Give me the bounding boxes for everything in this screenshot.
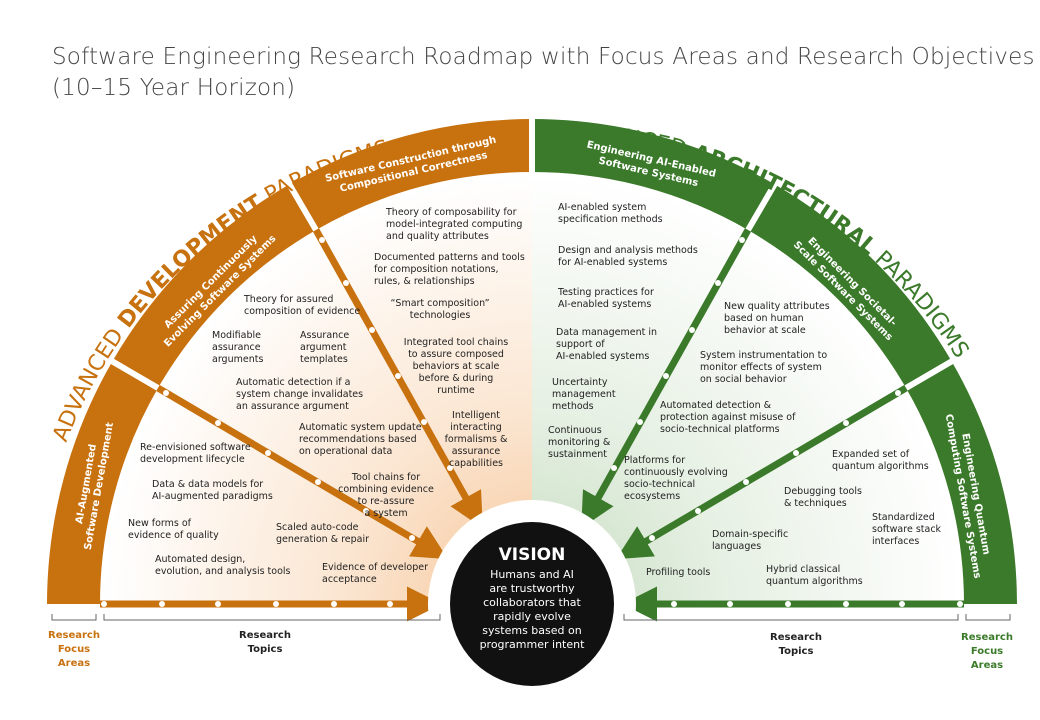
vision-heading: VISION — [499, 545, 566, 565]
title-line-1: Software Engineering Research Roadmap wi… — [52, 44, 1035, 70]
left-band-ai-augmented — [47, 362, 158, 604]
vision-line: rapidly evolve — [493, 610, 571, 623]
topic-automated-detection-protection: Automated detection &protection against … — [660, 400, 796, 435]
band-separators — [108, 116, 956, 391]
left-half-background — [100, 172, 532, 604]
vision-line: systems based on — [482, 624, 581, 637]
right-half-background — [532, 172, 964, 604]
vision-line: programmer intent — [480, 638, 586, 651]
vision-line: collaborators that — [483, 596, 581, 609]
vision-circle — [450, 522, 614, 686]
vision-line: Humans and AI — [490, 568, 574, 581]
vision-line: are trustworthy — [489, 582, 575, 595]
topic-debugging-tools: Debugging tools& techniques — [784, 486, 862, 509]
topic-profiling-tools: Profiling tools — [646, 567, 710, 578]
right-band-quantum — [906, 362, 1017, 604]
left-band-assuring — [112, 184, 316, 388]
vision-text: Humans and AI are trustworthy collaborat… — [480, 568, 586, 651]
topic-automated-design-tools: Automated design,evolution, and analysis… — [155, 554, 291, 577]
right-band-societal — [748, 184, 952, 388]
title-line-2: (10–15 Year Horizon) — [52, 75, 296, 101]
bottom-brackets — [51, 614, 1011, 621]
page-title: Software Engineering Research Roadmap wi… — [52, 42, 1035, 104]
arrow-dots — [101, 237, 963, 607]
topic-smart-composition: “Smart composition”technologies — [391, 298, 490, 321]
left-band-composition — [290, 119, 532, 230]
right-band-ai-enabled — [532, 119, 774, 230]
